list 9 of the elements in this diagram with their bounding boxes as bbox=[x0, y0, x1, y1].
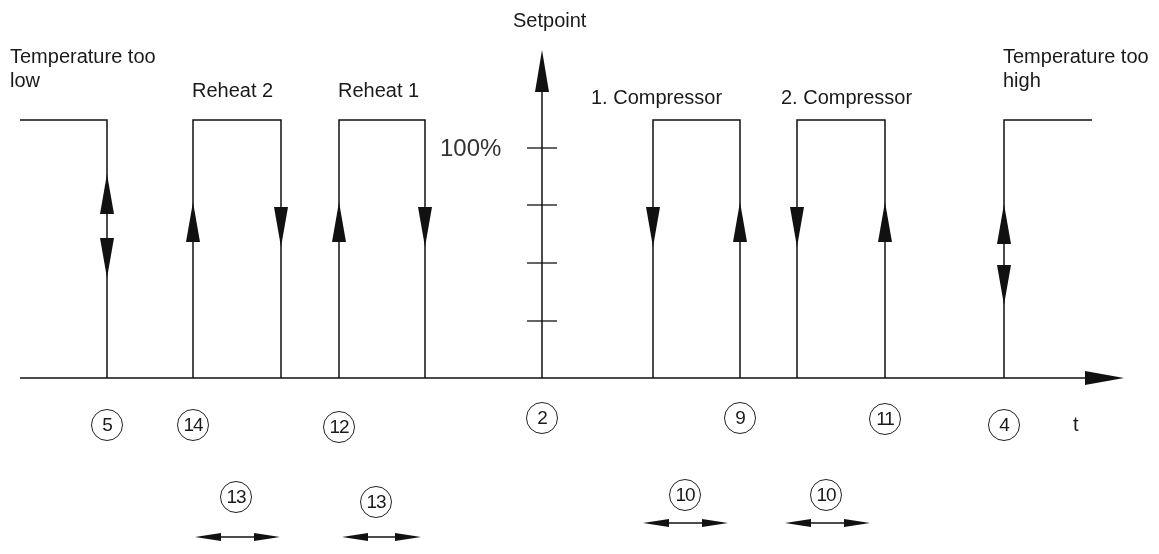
axis-title: Setpoint bbox=[513, 8, 587, 32]
stage-label: 2. Compressor bbox=[781, 85, 913, 109]
stage-label: Reheat 2 bbox=[192, 78, 274, 102]
axis-label: t bbox=[1073, 412, 1079, 436]
stage-label: 1. Compressor bbox=[591, 85, 723, 109]
stage-label: Reheat 1 bbox=[338, 78, 420, 102]
state-label: Temperature too low bbox=[10, 44, 157, 92]
tick-label: 100% bbox=[440, 136, 502, 160]
state-label: Temperature too high bbox=[1003, 44, 1150, 92]
